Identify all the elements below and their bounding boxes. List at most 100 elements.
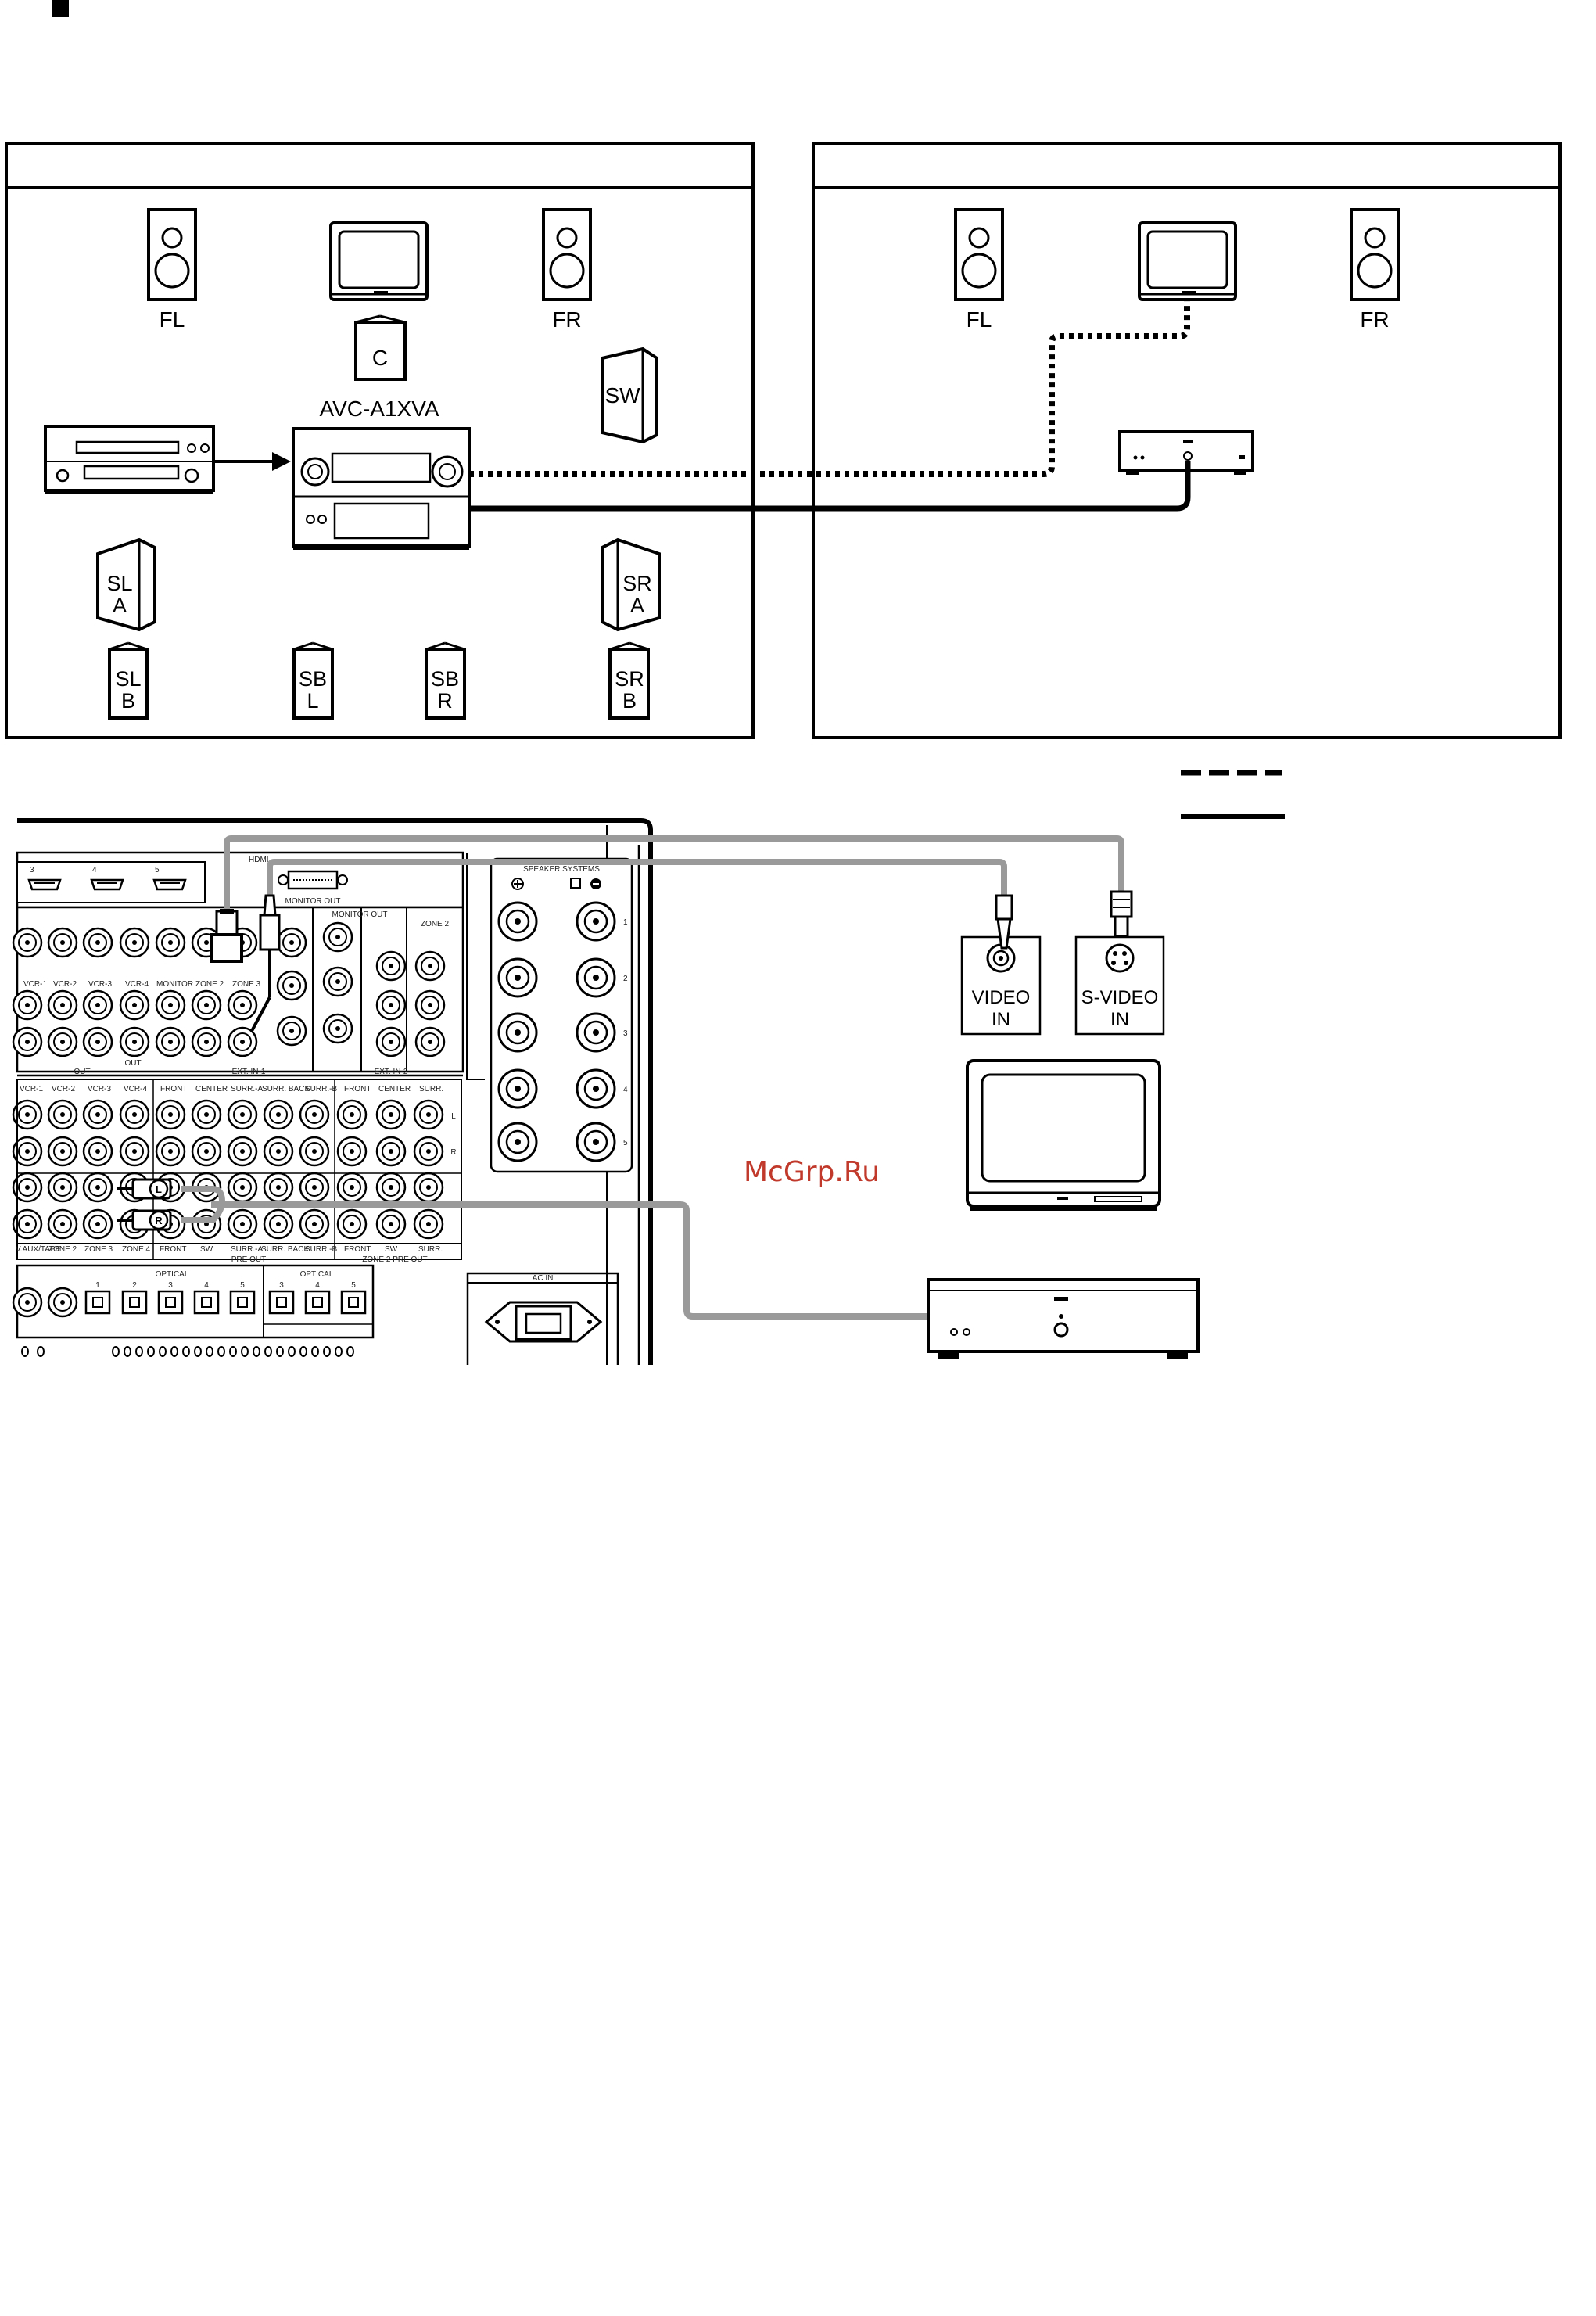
- tv-video-input: VIDEO IN: [960, 935, 1042, 1036]
- speaker-sr-b-label-2: B: [622, 689, 637, 713]
- l-channel-mark: L: [451, 1112, 456, 1121]
- out-row-3: VCR-3: [88, 1085, 111, 1093]
- zone2-speaker-fr-label: FR: [1360, 307, 1389, 332]
- svideo-in-label-1: S-VIDEO: [1081, 987, 1159, 1008]
- speaker-sb-r-label-2: R: [437, 689, 453, 713]
- zone2-label: ZONE 2: [421, 920, 450, 928]
- speaker-fl-label: FL: [160, 307, 185, 332]
- opt-num-4: 4: [204, 1281, 209, 1290]
- tv-svideo-plug: [1110, 890, 1133, 938]
- speaker-sr-a-label-2: A: [630, 594, 644, 617]
- video-in-label-1: VIDEO: [972, 987, 1031, 1008]
- monitor-out-label-2: MONITOR OUT: [332, 910, 388, 919]
- zone2-amplifier-large: [927, 1278, 1200, 1359]
- speaker-terminals: SPEAKER SYSTEMS 1 2 3 4 5: [466, 853, 633, 1173]
- zone2-pre-out-label: ZONE 2 PRE OUT: [362, 1255, 427, 1264]
- ext1-row-4: SURR. BACK: [262, 1085, 310, 1093]
- ext1-row-2: CENTER: [195, 1085, 228, 1093]
- ext2-row-2: CENTER: [378, 1085, 411, 1093]
- hdmi-num-3: 3: [30, 866, 34, 874]
- speaker-sr-b-label-1: SR: [615, 667, 644, 691]
- out-label: OUT: [124, 1059, 141, 1068]
- zone2-tv: [1138, 221, 1237, 301]
- ext2-row-3: SURR.: [419, 1085, 443, 1093]
- opt-num-1: 1: [95, 1281, 100, 1290]
- hdmi-num-4: 4: [92, 866, 97, 874]
- terminal-num-3: 3: [623, 1029, 628, 1038]
- hdmi-port-4: [90, 878, 124, 891]
- speaker-sb-l-label-2: L: [307, 689, 318, 713]
- terminal-num-5: 5: [623, 1139, 628, 1147]
- svideo-plug: [210, 909, 243, 963]
- watermark: McGrp.Ru: [744, 1156, 880, 1188]
- pre-row-4: ZONE 4: [122, 1245, 151, 1254]
- opt-out-num-4: 4: [315, 1281, 320, 1290]
- audio-cable-solid: [469, 461, 1191, 512]
- out-row-4: VCR-4: [124, 1085, 147, 1093]
- corner-marker: [52, 0, 69, 17]
- r-channel-mark: R: [450, 1148, 456, 1157]
- terminal-num-2: 2: [623, 975, 628, 983]
- pre-row-7: SURR.-A: [231, 1245, 263, 1254]
- pre-row-2: ZONE 2: [48, 1245, 77, 1254]
- zone2-tv-large: [966, 1059, 1161, 1211]
- speaker-sb-l-label-1: SB: [299, 667, 327, 691]
- speaker-c-label: C: [372, 346, 388, 370]
- hdmi-section: 3 4 5 HDMI MONITOR OUT: [16, 851, 464, 909]
- ac-in-inlet: AC IN: [466, 1272, 619, 1365]
- dvd-player: [44, 425, 215, 494]
- pre-out-label: PRE OUT: [231, 1255, 266, 1264]
- plug-l-mark: L: [156, 1183, 162, 1195]
- speaker-sl-a-label-2: A: [113, 594, 127, 617]
- speaker-sl-b-label-2: B: [121, 689, 135, 713]
- optical-label: OPTICAL: [156, 1270, 189, 1279]
- pre-row-11: SW: [385, 1245, 398, 1254]
- out-row-2: VCR-2: [52, 1085, 75, 1093]
- speaker-systems-label: SPEAKER SYSTEMS: [523, 865, 600, 874]
- speaker-sw-label: SW: [604, 383, 640, 408]
- ext1-row-1: FRONT: [160, 1085, 187, 1093]
- optical-label-2: OPTICAL: [300, 1270, 334, 1279]
- bottom-vent-row: [21, 1346, 354, 1357]
- speaker-c: [354, 314, 407, 381]
- speaker-sr-b: [608, 641, 650, 720]
- optical-section: OPTICAL OPTICAL 1 2 3 4 5 3 4 5: [12, 1264, 375, 1339]
- zone2-speaker-fl-label: FL: [967, 307, 992, 332]
- opt-out-num-5: 5: [351, 1281, 356, 1290]
- speaker-sr-a-label-1: SR: [622, 572, 652, 595]
- receiver-label: AVC-A1XVA: [319, 397, 439, 421]
- terminal-num-1: 1: [623, 918, 628, 927]
- vcr-row-6: ZONE 2: [195, 980, 224, 989]
- ext1-row-3: SURR.-A: [231, 1085, 263, 1093]
- speaker-fr: [542, 208, 592, 301]
- plug-r-mark: R: [155, 1215, 163, 1226]
- audio-jack-grid: [12, 1099, 444, 1240]
- pre-row-9: SURR.-B: [305, 1245, 337, 1254]
- ac-in-label: AC IN: [533, 1274, 554, 1283]
- pre-row-1: V.AUX/TAPE: [16, 1245, 61, 1254]
- opt-out-num-3: 3: [279, 1281, 284, 1290]
- out-label-2: OUT: [74, 1068, 90, 1076]
- zone2-speaker-fr: [1350, 208, 1400, 301]
- pre-row-10: FRONT: [344, 1245, 371, 1254]
- monitor-out-label: MONITOR OUT: [285, 897, 341, 906]
- rear-panel: 3 4 5 HDMI MONITOR OUT MONITOR OUT ZONE …: [12, 818, 653, 1365]
- ext2-row-1: FRONT: [344, 1085, 371, 1093]
- vcr-row-1: VCR-1: [23, 980, 47, 989]
- vcr-row-2: VCR-2: [53, 980, 77, 989]
- out-row-1: VCR-1: [20, 1085, 43, 1093]
- hdmi-port-3: [27, 878, 62, 891]
- speaker-sl-a: [96, 537, 156, 632]
- speaker-sl-b-label-1: SL: [115, 667, 141, 691]
- ext-in-1-label: EXT. IN-1: [232, 1068, 266, 1076]
- ext1-row-5: SURR.-B: [305, 1085, 337, 1093]
- dvd-to-receiver-arrow: [213, 452, 291, 471]
- opt-num-2: 2: [132, 1281, 137, 1290]
- video-cable-dotted: [469, 301, 1190, 477]
- speaker-sl-a-label-1: SL: [106, 572, 132, 595]
- pre-row-5: FRONT: [160, 1245, 186, 1254]
- tv-svideo-input: S-VIDEO IN: [1074, 935, 1165, 1036]
- tv-video-plug: [995, 894, 1013, 950]
- speaker-sl-b: [108, 641, 149, 720]
